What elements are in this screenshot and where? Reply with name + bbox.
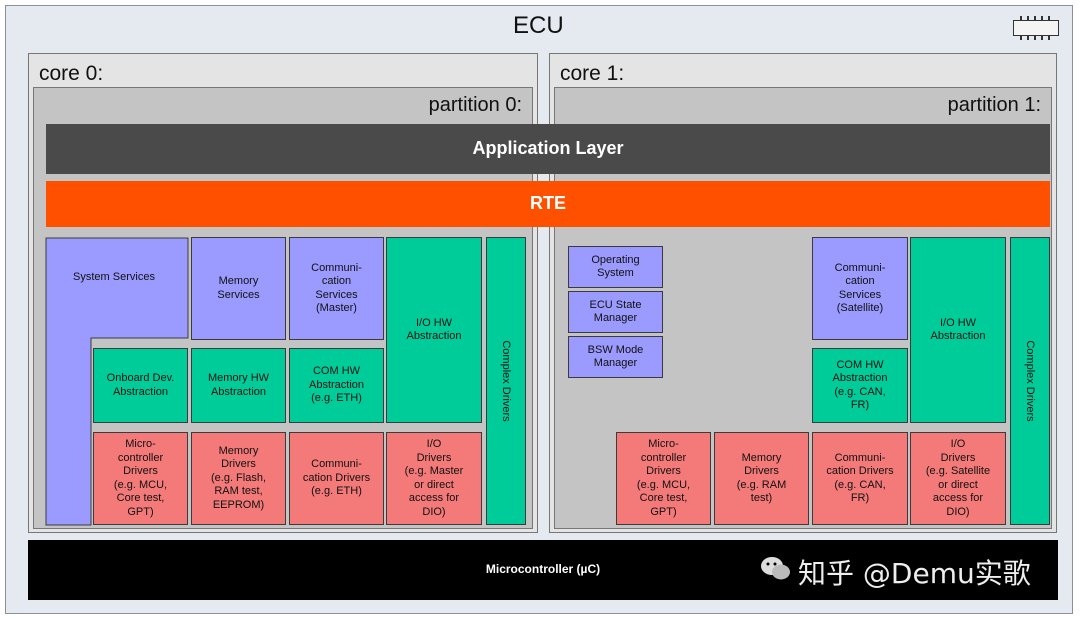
microcontroller-drivers-1: Micro- controller Drivers (e.g. MCU, Cor… xyxy=(616,432,711,525)
bsw-mode-manager: BSW Mode Manager xyxy=(568,336,663,378)
communication-drivers-0: Communi- cation Drivers (e.g. ETH) xyxy=(289,432,384,525)
io-hw-abstraction-0: I/O HW Abstraction xyxy=(386,237,482,423)
io-drivers-0: I/O Drivers (e.g. Master or direct acces… xyxy=(386,432,482,525)
operating-system: Operating System xyxy=(568,246,663,288)
complex-drivers-0: Complex Drivers xyxy=(486,237,526,525)
core-1-title: core 1: xyxy=(560,62,625,85)
com-hw-abstraction-can-fr: COM HW Abstraction (e.g. CAN, FR) xyxy=(812,348,908,423)
watermark: 知乎 @Demu实歌 xyxy=(798,557,1031,590)
application-layer: Application Layer xyxy=(46,124,1050,174)
microcontroller-drivers-0: Micro- controller Drivers (e.g. MCU, Cor… xyxy=(93,432,188,525)
system-services-block xyxy=(45,237,189,526)
partition-0-title: partition 0: xyxy=(428,94,522,116)
communication-drivers-1: Communi- cation Drivers (e.g. CAN, FR) xyxy=(812,432,908,525)
chip-icon xyxy=(1010,16,1060,40)
onboard-device-abstraction: Onboard Dev. Abstraction xyxy=(93,348,188,423)
io-hw-abstraction-1: I/O HW Abstraction xyxy=(910,237,1006,423)
core-0-title: core 0: xyxy=(39,62,104,85)
microcontroller-layer: Microcontroller (µC) 知乎 @Demu实歌 xyxy=(28,540,1058,600)
memory-drivers-0: Memory Drivers (e.g. Flash, RAM test, EE… xyxy=(191,432,286,525)
communication-services-satellite: Communi- cation Services (Satellite) xyxy=(812,237,908,340)
system-services-label: System Services xyxy=(73,271,155,283)
memory-services: Memory Services xyxy=(191,237,286,340)
memory-drivers-1: Memory Drivers (e.g. RAM test) xyxy=(714,432,809,525)
memory-hw-abstraction: Memory HW Abstraction xyxy=(191,348,286,423)
communication-services-master: Communi- cation Services (Master) xyxy=(289,237,384,340)
ecu-state-manager: ECU State Manager xyxy=(568,291,663,333)
partition-1-title: partition 1: xyxy=(947,94,1041,116)
com-hw-abstraction-eth: COM HW Abstraction (e.g. ETH) xyxy=(289,348,384,423)
complex-drivers-0-label: Complex Drivers xyxy=(500,340,512,422)
rte-layer: RTE xyxy=(46,181,1050,227)
complex-drivers-1: Complex Drivers xyxy=(1010,237,1050,525)
io-drivers-1: I/O Drivers (e.g. Satellite or direct ac… xyxy=(910,432,1006,525)
microcontroller-label: Microcontroller (µC) xyxy=(485,562,601,576)
complex-drivers-1-label: Complex Drivers xyxy=(1024,340,1036,422)
ecu-title: ECU xyxy=(513,12,564,39)
wechat-icon xyxy=(760,555,792,583)
